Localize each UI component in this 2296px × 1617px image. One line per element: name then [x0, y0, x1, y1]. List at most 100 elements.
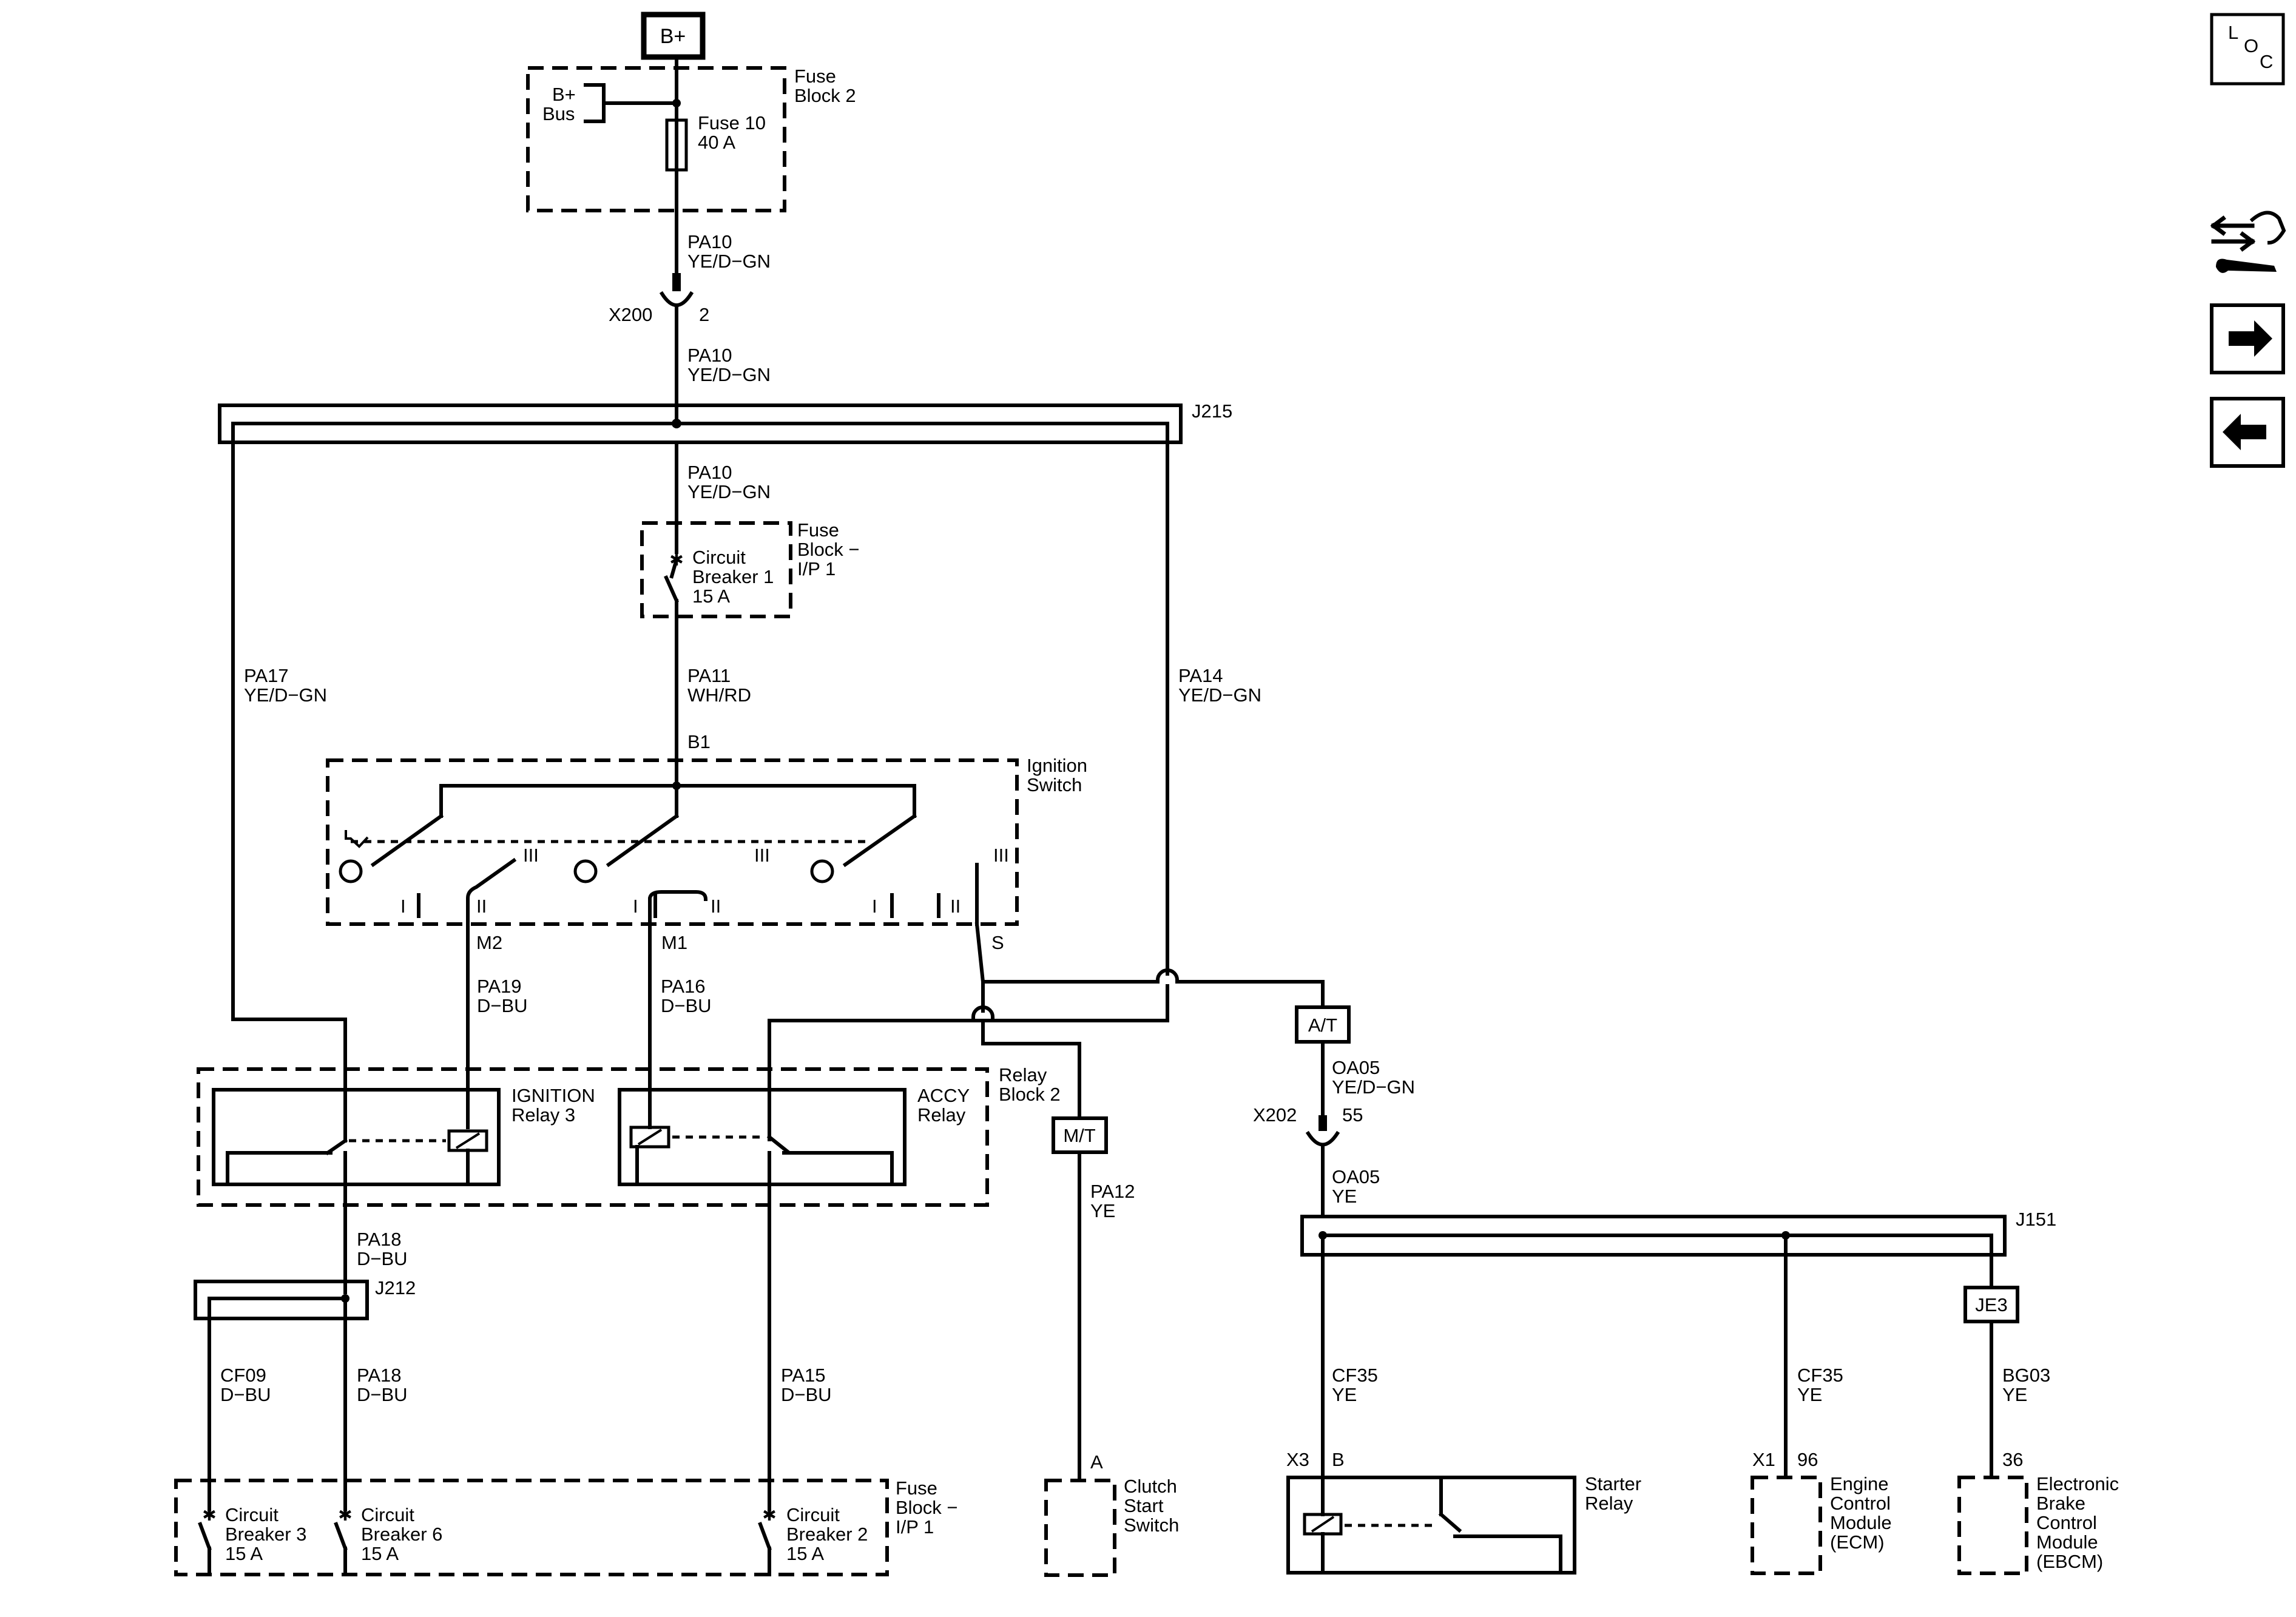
wire-pa16-id: PA16	[661, 976, 706, 997]
starter-conn-x3: X3	[1286, 1449, 1309, 1470]
cb1-label-1: Circuit	[692, 547, 746, 568]
ecm-conn-x1: X1	[1752, 1449, 1775, 1470]
pos-i-2: I	[633, 896, 638, 917]
wire-pa10-id-3: PA10	[687, 462, 732, 483]
relay-block-2-title: Relay	[999, 1064, 1047, 1085]
j151-label: J151	[2016, 1209, 2056, 1230]
component-locator-button[interactable]: L O C	[2210, 13, 2285, 86]
wire-cf35a-color: YE	[1332, 1384, 1357, 1405]
b-plus-source: B+	[641, 12, 706, 60]
x202-name: X202	[1253, 1104, 1297, 1126]
ebcm-label-3: Control	[2036, 1512, 2097, 1533]
splice-j151: J151	[1300, 1209, 2056, 1257]
pos-i-1: I	[400, 896, 406, 917]
pin-s: S	[991, 932, 1004, 953]
wire-pa10-id-2: PA10	[687, 345, 732, 366]
je3-label: JE3	[1975, 1294, 2007, 1315]
wire-oa05b-id: OA05	[1332, 1166, 1380, 1187]
engine-control-module: Engine Control Module (ECM)	[1751, 1473, 1892, 1575]
wire-pa14-color: YE/D−GN	[1178, 684, 1261, 706]
starter-pin-b: B	[1332, 1449, 1345, 1470]
wire-pa15-id: PA15	[781, 1365, 826, 1386]
electronic-brake-control-module: Electronic Brake Control Module (EBCM)	[1957, 1473, 2119, 1575]
starter-relay: Starter Relay	[1286, 1473, 1641, 1575]
relay-block-2-title-2: Block 2	[999, 1084, 1061, 1105]
pos-ii-1: II	[476, 896, 487, 917]
starter-relay-label-2: Relay	[1585, 1493, 1633, 1514]
wire-pa19-color: D−BU	[477, 995, 528, 1016]
j212-label: J212	[375, 1277, 416, 1298]
wire-pa18b-color: D−BU	[357, 1384, 408, 1405]
ebcm-label-4: Module	[2036, 1531, 2098, 1553]
pos-iii-1: III	[523, 845, 539, 866]
at-option-box: A/T	[1295, 1005, 1351, 1044]
splice-j215: J215	[218, 400, 1232, 444]
pin-m1: M1	[661, 932, 687, 953]
ebcm-label-2: Brake	[2036, 1493, 2085, 1514]
b-plus-label: B+	[660, 25, 686, 48]
clutch-label-1: Clutch	[1124, 1476, 1177, 1497]
ecm-label-4: (ECM)	[1830, 1531, 1885, 1553]
pos-ii-3: II	[950, 896, 961, 917]
relay-block-2: Relay Block 2 IGNITION Relay 3 ACCY Rela…	[197, 1064, 1061, 1207]
fuse-10-rating: 40 A	[698, 132, 735, 153]
fuse-block-ip1-top: Fuse Block − I/P 1 ✱ Circuit Breaker 1 1…	[640, 519, 860, 618]
ignition-relay-3: IGNITION Relay 3	[212, 1085, 595, 1186]
cb3-label-1: Circuit	[225, 1504, 279, 1525]
wire-oa05a-color: YE/D−GN	[1332, 1076, 1415, 1098]
ecm-pin-96: 96	[1797, 1449, 1818, 1470]
fuse-10-label: Fuse 10	[698, 112, 766, 133]
ignition-switch: Ignition Switch III III III I I I II	[326, 755, 1087, 926]
wire-pa14-id: PA14	[1178, 665, 1223, 686]
clutch-start-switch: Clutch Start Switch	[1044, 1476, 1179, 1577]
cb6-label-1: Circuit	[361, 1504, 414, 1525]
bus-label-1: B+	[552, 84, 576, 105]
ebcm-label-5: (EBCM)	[2036, 1551, 2103, 1572]
x200-pin: 2	[699, 304, 709, 325]
wire-pa18-color: D−BU	[357, 1248, 408, 1269]
wire-cf35b-color: YE	[1797, 1384, 1822, 1405]
component-locator-icon[interactable]	[2210, 211, 2286, 273]
pin-b1: B1	[687, 731, 711, 752]
wire-pa18b-id: PA18	[357, 1365, 402, 1386]
wire-cf09-color: D−BU	[220, 1384, 271, 1405]
cb2-rating: 15 A	[786, 1543, 824, 1564]
ecm-label-3: Module	[1830, 1512, 1892, 1533]
clutch-label-2: Start	[1124, 1495, 1164, 1516]
cb3-label-2: Breaker 3	[225, 1524, 306, 1545]
previous-page-icon[interactable]	[2210, 397, 2285, 468]
pos-iii-2: III	[754, 845, 770, 866]
wire-bg03-color: YE	[2002, 1384, 2027, 1405]
connector-x202: X202 55	[1253, 1104, 1363, 1147]
fuse-block-2: Fuse Block 2 B+ Bus Fuse 10 40 A	[526, 66, 856, 212]
cb6-label-2: Breaker 6	[361, 1524, 442, 1545]
wire-pa19-id: PA19	[477, 976, 522, 997]
wire-bg03-id: BG03	[2002, 1365, 2050, 1386]
fb-ip1-bottom-l3: I/P 1	[896, 1516, 934, 1538]
fb-ip1-bottom-l1: Fuse	[896, 1477, 937, 1499]
wire-pa17-id: PA17	[244, 665, 289, 686]
pos-ii-2: II	[711, 896, 721, 917]
ign-switch-title-2: Switch	[1027, 774, 1082, 795]
next-page-icon[interactable]	[2210, 303, 2285, 374]
cb2-label-2: Breaker 2	[786, 1524, 868, 1545]
je3-option-box: JE3	[1963, 1286, 2019, 1323]
clutch-label-3: Switch	[1124, 1514, 1179, 1536]
accy-relay: ACCY Relay	[618, 1085, 970, 1186]
wire-pa11-color: WH/RD	[687, 684, 751, 706]
wire-cf09-id: CF09	[220, 1365, 266, 1386]
wire-pa12-id: PA12	[1090, 1181, 1135, 1202]
mt-label: M/T	[1063, 1125, 1095, 1146]
wire-pa15-color: D−BU	[781, 1384, 832, 1405]
pos-iii-3: III	[993, 845, 1009, 866]
fb-ip1-top-l2: Block −	[797, 539, 860, 560]
bus-label-2: Bus	[542, 103, 575, 124]
cb6-rating: 15 A	[361, 1543, 399, 1564]
wire-cf35a-id: CF35	[1332, 1365, 1378, 1386]
wire-pa17-color: YE/D−GN	[244, 684, 327, 706]
x202-pin: 55	[1342, 1104, 1363, 1126]
fuse-block-ip1-bottom: Fuse Block − I/P 1 ✱ Circuit Breaker 3 1…	[174, 1477, 958, 1576]
cb1-label-2: Breaker 1	[692, 566, 774, 587]
